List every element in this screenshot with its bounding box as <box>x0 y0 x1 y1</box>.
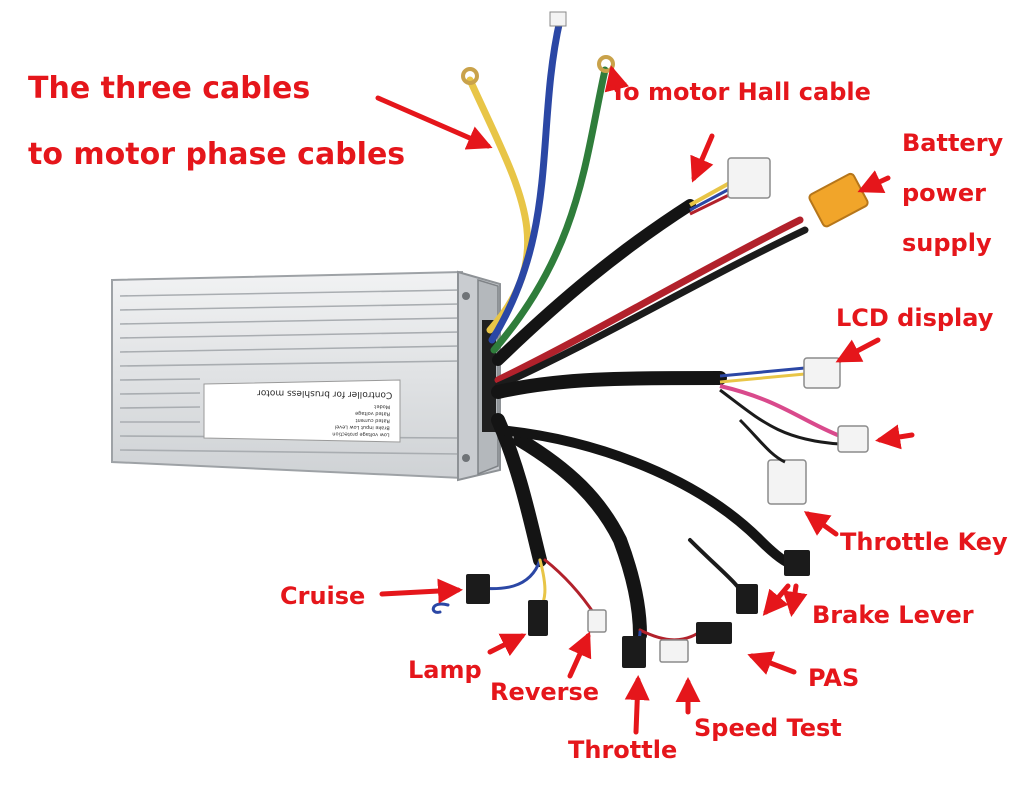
sticker-line: Rated voltage <box>355 409 391 417</box>
label-phase-cables: The three cables to motor phase cables <box>28 71 406 172</box>
label-pas: PAS <box>808 664 860 692</box>
lcd-cable <box>491 357 869 505</box>
label-lcd-display: LCD display <box>836 304 994 332</box>
arrow-cruise <box>379 578 463 604</box>
label-speed-test: Speed Test <box>694 714 842 742</box>
sticker-title: Controller for brushless motor <box>257 387 393 400</box>
controller-sticker: Controller for brushless motor Model: Ra… <box>206 382 399 439</box>
lower-harness <box>431 413 810 668</box>
arrow-pas <box>747 651 797 675</box>
arrow-reverse <box>567 631 592 679</box>
arrow-battery <box>857 170 891 193</box>
arrow-lcd-second <box>875 424 915 450</box>
arrow-brake-1 <box>762 583 791 616</box>
label-cruise: Cruise <box>280 582 366 610</box>
controller-box <box>111 270 501 482</box>
arrow-lamp <box>487 633 527 657</box>
label-battery: Battery power supply <box>902 129 1004 257</box>
arrow-lcd <box>835 337 881 363</box>
arrow-hall-right <box>604 65 629 93</box>
label-hall-cable: To motor Hall cable <box>610 78 871 106</box>
sticker-line: Brake input Low Level <box>334 423 390 431</box>
label-throttle-key: Throttle Key <box>840 528 1008 556</box>
arrow-hall-left <box>690 133 715 183</box>
sticker-line: Low voltage protection <box>332 430 390 438</box>
arrow-throttle-key <box>803 511 839 537</box>
arrow-brake-2 <box>782 583 808 617</box>
label-brake-lever: Brake Lever <box>812 601 974 629</box>
sticker-line: Model: <box>373 403 391 410</box>
label-throttle: Throttle <box>568 736 678 764</box>
pointer-arrows <box>375 65 915 735</box>
phase-wires <box>461 11 615 354</box>
arrow-throttle <box>624 675 650 735</box>
arrow-phase <box>375 95 493 150</box>
hall-cable <box>492 157 771 366</box>
sticker-line: Rated current <box>355 416 390 424</box>
label-reverse: Reverse <box>490 678 600 706</box>
label-lamp: Lamp <box>408 656 482 684</box>
